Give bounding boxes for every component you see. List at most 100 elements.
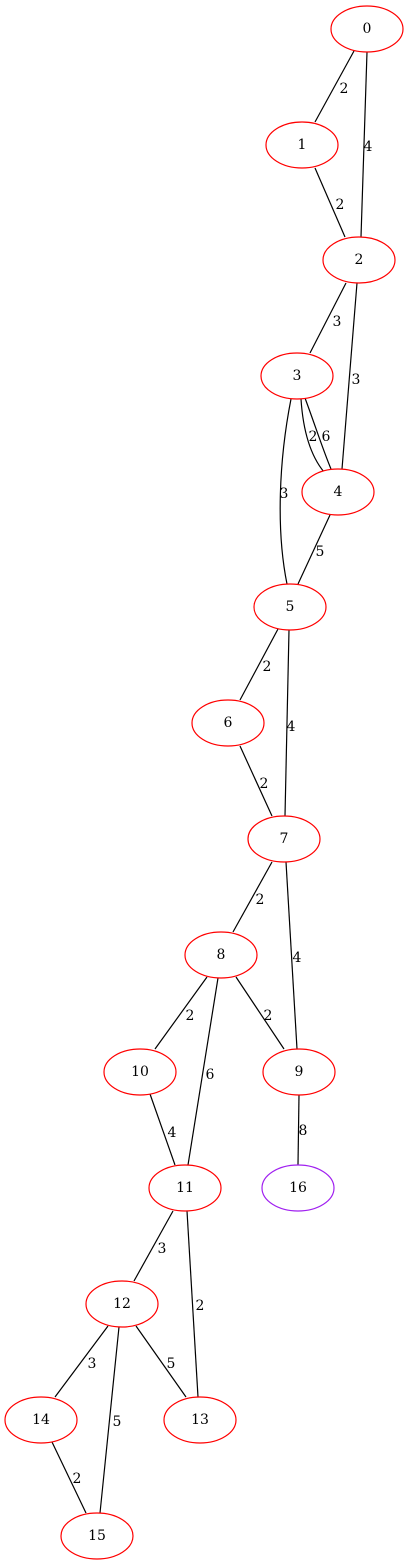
edge-line: [133, 1210, 174, 1282]
edge-line: [232, 861, 273, 933]
node-2: 2: [322, 236, 396, 284]
edge-8-9: 2: [235, 976, 285, 1050]
node-label: 6: [224, 715, 233, 731]
node-10: 10: [103, 1048, 177, 1096]
edge-weight-label: 4: [293, 950, 302, 966]
node-label: 13: [191, 1412, 209, 1428]
edge-3-4: 2: [300, 398, 325, 473]
edge-7-9: 4: [285, 861, 302, 1050]
edge-line: [186, 1210, 199, 1398]
node-ellipse: [260, 352, 334, 400]
edge-0-2: 4: [360, 51, 373, 238]
edge-line: [341, 282, 358, 470]
node-7: 7: [247, 815, 321, 863]
node-3: 3: [260, 352, 334, 400]
node-label: 12: [113, 1296, 131, 1312]
edge-line: [154, 976, 208, 1050]
edge-1-2: 2: [314, 167, 346, 238]
node-ellipse: [261, 1164, 335, 1212]
node-14: 14: [4, 1396, 78, 1444]
node-ellipse: [148, 1164, 222, 1212]
node-ellipse: [330, 5, 404, 53]
edge-line: [54, 1325, 109, 1398]
edge-weight-label: 2: [260, 776, 269, 792]
node-label: 4: [334, 484, 343, 500]
edge-line: [51, 1441, 87, 1514]
edge-2-3: 3: [309, 282, 347, 354]
edge-weight-label: 4: [364, 139, 373, 155]
edge-weight-label: 8: [299, 1123, 308, 1139]
node-ellipse: [253, 583, 327, 631]
node-label: 8: [217, 947, 226, 963]
node-ellipse: [60, 1512, 134, 1560]
edge-4-5: 5: [297, 514, 331, 585]
node-ellipse: [247, 815, 321, 863]
edge-line: [135, 1325, 187, 1398]
edge-2-4: 3: [341, 282, 361, 470]
edge-weight-label: 5: [167, 1356, 176, 1372]
edge-line: [314, 50, 355, 123]
edge-weight-label: 6: [322, 429, 331, 445]
edge-line: [297, 1094, 300, 1166]
edge-weight-label: 2: [256, 892, 265, 908]
edge-9-16: 8: [297, 1094, 308, 1166]
edge-0-1: 2: [314, 50, 355, 123]
edge-line: [285, 861, 298, 1050]
edge-weight-label: 3: [352, 372, 361, 388]
edge-weight-label: 4: [287, 719, 296, 735]
edge-weight-label: 5: [113, 1414, 122, 1430]
edge-3-4: 6: [304, 397, 332, 470]
node-4: 4: [301, 468, 375, 516]
edge-weight-label: 3: [333, 314, 342, 330]
node-label: 2: [355, 252, 364, 268]
edge-line: [239, 628, 279, 701]
edge-12-14: 3: [54, 1325, 109, 1398]
node-ellipse: [85, 1280, 159, 1328]
edge-3-5: 3: [280, 398, 292, 585]
edge-weight-label: 2: [340, 81, 349, 97]
node-6: 6: [191, 699, 265, 747]
edge-11-13: 2: [186, 1210, 204, 1398]
edge-line: [314, 167, 346, 238]
edge-10-11: 4: [149, 1093, 177, 1166]
edge-line: [297, 514, 331, 585]
node-label: 11: [176, 1180, 194, 1196]
edge-weight-label: 5: [316, 544, 325, 560]
node-9: 9: [262, 1048, 336, 1096]
edge-8-10: 2: [154, 976, 208, 1050]
edge-8-11: 6: [187, 977, 219, 1166]
edge-line: [149, 1093, 176, 1166]
edge-weight-label: 2: [264, 1008, 273, 1024]
node-label: 15: [88, 1528, 106, 1544]
node-label: 16: [289, 1180, 307, 1196]
node-ellipse: [265, 121, 339, 169]
edge-line: [99, 1326, 120, 1514]
edge-line: [300, 398, 325, 473]
edge-6-7: 2: [239, 745, 273, 817]
edge-weight-label: 2: [309, 429, 318, 445]
edge-14-15: 2: [51, 1441, 87, 1514]
edge-line: [304, 397, 332, 470]
edge-line: [284, 629, 290, 817]
node-5: 5: [253, 583, 327, 631]
node-label: 10: [131, 1064, 149, 1080]
edge-weight-label: 6: [206, 1067, 215, 1083]
edge-12-13: 5: [135, 1325, 187, 1398]
edge-line: [239, 745, 273, 817]
node-15: 15: [60, 1512, 134, 1560]
node-label: 9: [295, 1064, 304, 1080]
node-0: 0: [330, 5, 404, 53]
node-13: 13: [163, 1396, 237, 1444]
edge-line: [309, 282, 347, 354]
edge-weight-label: 2: [186, 1008, 195, 1024]
node-ellipse: [163, 1396, 237, 1444]
node-label: 1: [298, 137, 307, 153]
edge-11-12: 3: [133, 1210, 174, 1282]
node-ellipse: [191, 699, 265, 747]
node-label: 14: [32, 1412, 50, 1428]
edge-weight-label: 3: [158, 1241, 167, 1257]
edge-weight-label: 2: [73, 1471, 82, 1487]
edge-5-6: 2: [239, 628, 279, 701]
edge-weight-label: 4: [168, 1125, 177, 1141]
